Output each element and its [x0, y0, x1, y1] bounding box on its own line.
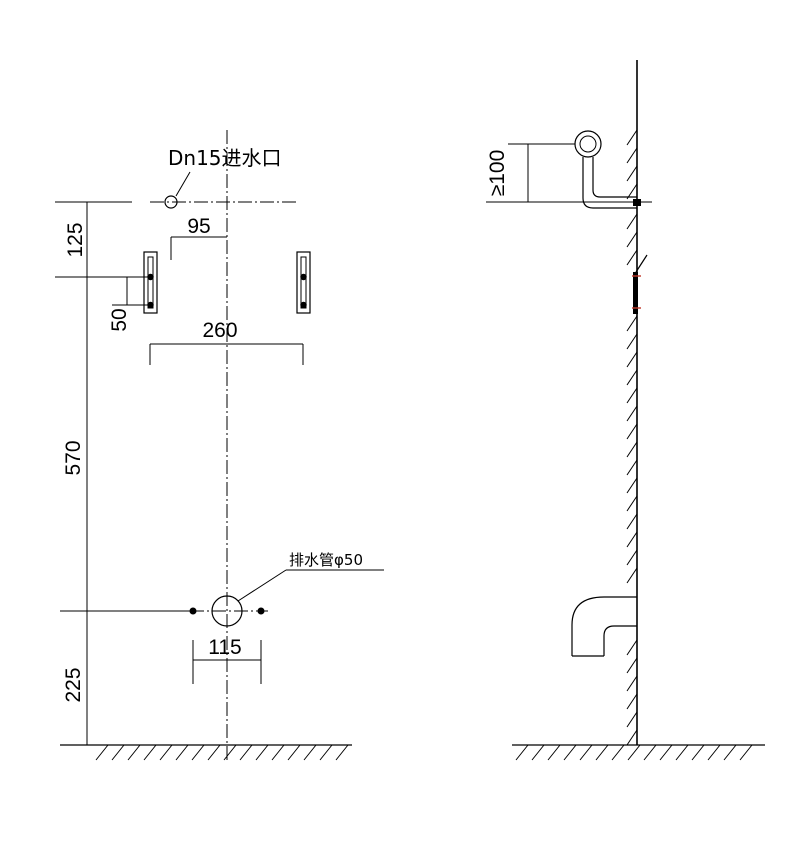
- front-view: Dn15进水口 125 95 50 260 570: [55, 130, 384, 761]
- inlet-label: Dn15进水口: [168, 146, 282, 170]
- side-drain-elbow-icon: [571, 596, 637, 657]
- dim-bracket-spacing-h: 260: [202, 319, 237, 342]
- dim-middle-height: 570: [62, 440, 85, 475]
- drain-bolt-right-icon: [257, 607, 265, 615]
- right-bracket-icon: [296, 251, 311, 314]
- side-bracket-icon: [632, 254, 648, 314]
- dim-bracket-spacing-v: 50: [108, 308, 131, 331]
- left-bracket-icon: [143, 251, 158, 314]
- dim-inlet-offset: 95: [187, 215, 210, 238]
- side-view: ≥100: [486, 60, 765, 761]
- side-inlet-elbow: [582, 157, 637, 209]
- side-inlet-pipe-inner: [579, 135, 597, 153]
- side-inlet-pipe-icon: [574, 130, 602, 158]
- dim-inlet-height: 125: [64, 222, 87, 257]
- side-inlet-elbow-inner: [592, 157, 637, 198]
- side-dim-min-height: ≥100: [486, 150, 509, 197]
- side-floor-hatch: [515, 744, 753, 761]
- side-wall-hatch: [626, 129, 638, 746]
- drain-bolt-left-icon: [189, 607, 197, 615]
- dim-drain-bolt-spacing: 115: [208, 636, 241, 659]
- front-floor-hatch: [95, 744, 349, 761]
- dim-drain-height: 225: [62, 667, 85, 702]
- inlet-leader: [175, 171, 191, 197]
- inlet-icon: [164, 195, 178, 209]
- drain-leader: [237, 569, 287, 602]
- drain-label: 排水管φ50: [289, 551, 363, 569]
